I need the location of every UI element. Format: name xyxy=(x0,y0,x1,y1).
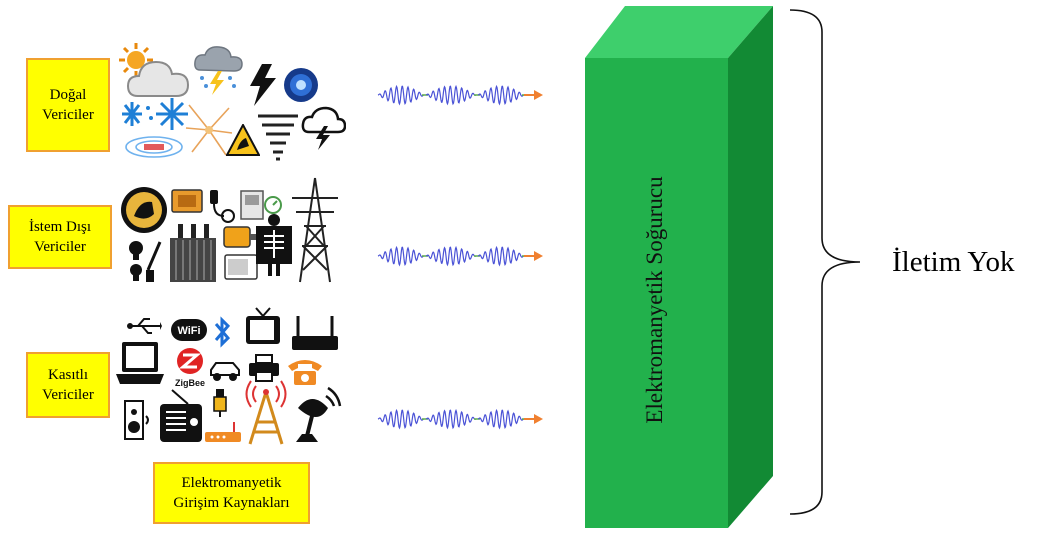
zigbee-icon: ZigBee xyxy=(175,348,205,388)
car-icon xyxy=(210,362,240,381)
welder-icon xyxy=(121,187,167,233)
modem-icon xyxy=(205,422,241,442)
unintentional-emitters-label: İstem Dışı Vericiler xyxy=(8,205,112,269)
caption-line1: Elektromanyetik xyxy=(181,475,282,491)
wave-packet xyxy=(425,408,477,430)
lightning-icon xyxy=(250,64,276,106)
sun-icon xyxy=(119,43,153,77)
intentional-emitters-label: Kasıtlı Vericiler xyxy=(26,352,110,418)
router-icon xyxy=(292,316,338,350)
usb-icon xyxy=(127,318,162,334)
snowflake-icon xyxy=(122,98,188,130)
printer-icon xyxy=(249,354,279,382)
storm-cloud-icon xyxy=(194,46,243,95)
tornado-icon xyxy=(258,114,298,161)
cloud-icon xyxy=(126,60,190,97)
antenna-tower-icon xyxy=(245,380,287,445)
svg-text:WiFi: WiFi xyxy=(177,325,200,337)
absorber-block xyxy=(585,6,773,528)
natural-emitters-label: Doğal Vericiler xyxy=(26,58,110,152)
wave-packet xyxy=(377,84,425,106)
phone-icon xyxy=(288,360,322,385)
curly-brace xyxy=(789,9,861,515)
intentional-emitters-line1: Kasıtlı xyxy=(48,367,88,383)
unintentional-emitters-line2: Vericiler xyxy=(34,239,86,255)
natural-emitters-line2: Vericiler xyxy=(42,107,94,123)
arrow-head xyxy=(534,251,543,261)
absorber-front-face xyxy=(585,58,728,528)
sphere-icon xyxy=(284,68,318,102)
thunder-cloud-icon xyxy=(301,106,346,150)
wave-packet xyxy=(425,84,477,106)
radio-icon xyxy=(160,389,202,442)
wave-arrow-natural xyxy=(377,84,543,106)
caption-line2: Girişim Kaynakları xyxy=(173,495,290,511)
xray-icon xyxy=(256,214,292,276)
plug-icon xyxy=(210,190,235,223)
unintentional-emitters-line1: İstem Dışı xyxy=(28,219,92,235)
esd-warning-icon xyxy=(226,124,260,156)
wave-packet xyxy=(477,84,525,106)
absorber-top-face xyxy=(585,6,773,58)
power-tower-icon xyxy=(292,177,338,283)
generator-icon xyxy=(171,189,203,213)
speaker-icon xyxy=(124,400,149,440)
bluetooth-icon xyxy=(214,316,231,348)
laptop-icon xyxy=(116,342,164,384)
transformer-icon xyxy=(170,224,216,282)
absorber-label: Elektromanyetik Soğurucu xyxy=(642,176,667,424)
result-label: İletim Yok xyxy=(892,246,1015,278)
bulb-icon xyxy=(129,241,143,281)
wifi-icon: WiFi xyxy=(171,319,207,341)
usb-stick-icon xyxy=(213,389,227,417)
wave-packet xyxy=(477,408,525,430)
soldering-icon xyxy=(146,241,162,282)
wave-arrow-intentional xyxy=(377,408,543,430)
natural-emitters-line1: Doğal xyxy=(49,87,87,103)
wave-packet xyxy=(477,245,525,267)
satellite-dish-icon xyxy=(296,386,342,442)
electrostatic-discharge-icon xyxy=(185,104,233,156)
microwave-icon xyxy=(224,254,258,280)
arrow-head xyxy=(534,414,543,424)
intentional-emitters-line2: Vericiler xyxy=(42,387,94,403)
relay-icon xyxy=(240,190,264,220)
absorber-side-face xyxy=(728,6,773,528)
wave-arrow-unintentional xyxy=(377,245,543,267)
interference-sources-caption: Elektromanyetik Girişim Kaynakları xyxy=(153,462,310,524)
wave-packet xyxy=(377,408,425,430)
magnetic-field-icon xyxy=(125,136,183,158)
svg-text:ZigBee: ZigBee xyxy=(175,378,205,388)
motor-icon xyxy=(223,226,257,248)
wave-packet xyxy=(377,245,425,267)
wave-packet xyxy=(425,245,477,267)
meter-icon xyxy=(264,196,282,214)
tv-icon xyxy=(246,307,280,344)
arrow-head xyxy=(534,90,543,100)
